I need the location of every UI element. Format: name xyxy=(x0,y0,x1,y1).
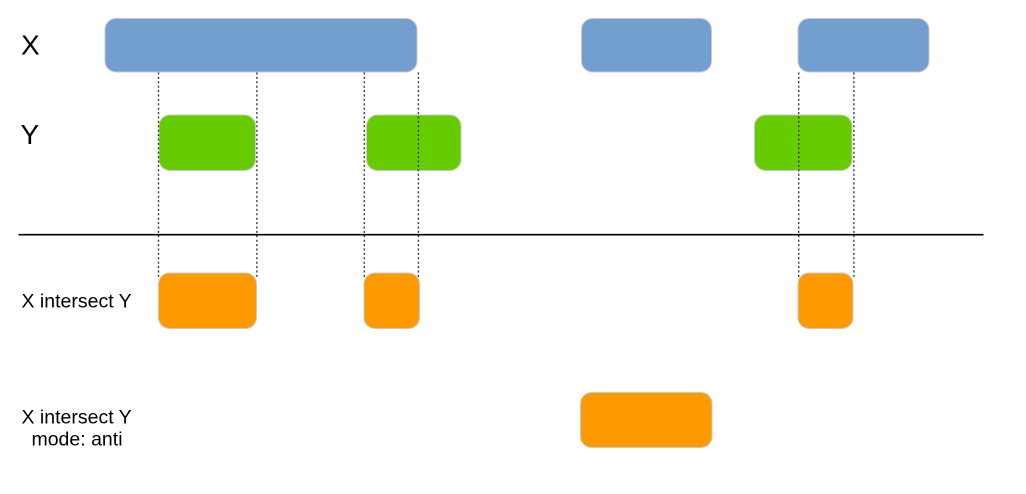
svg-text:Y: Y xyxy=(21,119,40,150)
svg-text:X: X xyxy=(21,30,40,61)
svg-text:X intersect Y: X intersect Y xyxy=(22,407,132,429)
svg-text:X intersect Y: X intersect Y xyxy=(22,291,132,313)
svg-text:mode: anti: mode: anti xyxy=(31,429,122,451)
